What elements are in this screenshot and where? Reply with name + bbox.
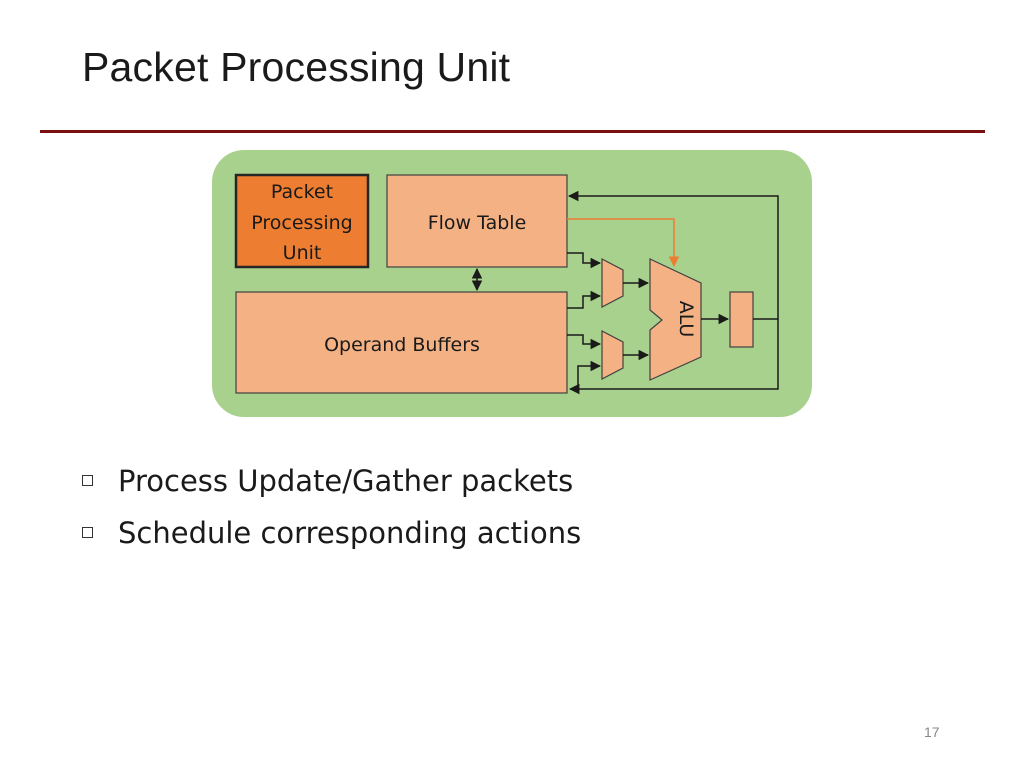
wire-control-alu xyxy=(567,218,680,268)
page-number: 17 xyxy=(924,724,940,740)
title-divider xyxy=(40,130,985,133)
bullet-text: Schedule corresponding actions xyxy=(118,516,582,550)
wire-feedback-mux-bottom xyxy=(577,360,602,392)
checkbox-bullet-icon xyxy=(82,475,93,486)
slide-title: Packet Processing Unit xyxy=(82,44,511,90)
operand-buffers-block xyxy=(235,291,568,394)
bullet-item: Process Update/Gather packets xyxy=(82,460,581,512)
ppu-label-line2: Processing xyxy=(251,212,352,234)
alu-label: ALU xyxy=(675,301,697,338)
output-register xyxy=(729,291,754,348)
bullet-text: Process Update/Gather packets xyxy=(118,464,574,498)
flow-table-block xyxy=(386,174,568,268)
ppu-label-line3: Unit xyxy=(283,242,322,264)
wire-register-feedback xyxy=(567,190,779,320)
bullet-list: Process Update/Gather packets Schedule c… xyxy=(82,460,581,564)
mux-top xyxy=(601,258,624,308)
bullet-item: Schedule corresponding actions xyxy=(82,512,581,564)
wire-buffers-mux-bottom xyxy=(567,334,602,350)
wire-register-feedback-bottom xyxy=(568,319,779,395)
alu-block xyxy=(649,258,702,381)
ppu-label-line1: Packet xyxy=(271,181,333,203)
ppu-block xyxy=(234,173,370,269)
wire-buffers-mux-top xyxy=(567,290,602,309)
flow-table-label: Flow Table xyxy=(428,212,527,234)
operand-buffers-label: Operand Buffers xyxy=(324,334,480,356)
checkbox-bullet-icon xyxy=(82,527,93,538)
mux-bottom xyxy=(601,330,624,380)
wire-flowtable-mux-top xyxy=(567,252,602,269)
